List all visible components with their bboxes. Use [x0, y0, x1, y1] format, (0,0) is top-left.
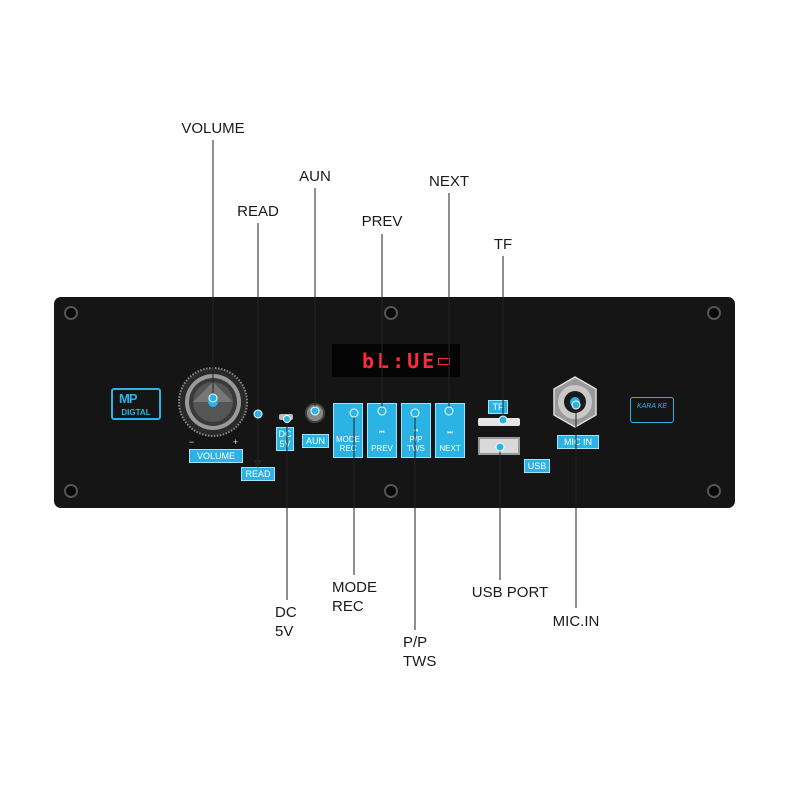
prev-label: PREV	[371, 444, 393, 453]
display-text: bL:UE	[362, 349, 438, 373]
callout-aun: AUN	[299, 168, 331, 185]
callout-usb-port: USB PORT	[471, 584, 549, 601]
aun-tag: AUN	[302, 434, 329, 448]
screw-hole-icon	[64, 484, 78, 498]
screw-hole-icon	[707, 484, 721, 498]
usb-tag: USB	[524, 459, 550, 473]
mic-in-tag: MIC IN	[557, 435, 599, 449]
callout-next: NEXT	[428, 173, 470, 190]
screw-hole-icon	[384, 306, 398, 320]
karaoke-text: KARA KE	[636, 403, 668, 410]
callout-prev: PREV	[361, 213, 403, 230]
next-label: NEXT	[439, 444, 461, 453]
brand-logo: MP DIGTAL	[111, 388, 161, 420]
logo-mark: MP	[119, 391, 137, 406]
callout-read: READ	[237, 203, 279, 220]
screw-hole-icon	[707, 306, 721, 320]
callout-mic-in: MIC.IN	[552, 613, 600, 630]
device-panel	[54, 297, 735, 508]
volume-tag: VOLUME	[189, 449, 243, 463]
knob-minus: −	[189, 437, 195, 447]
callout-tf: TF	[493, 236, 513, 253]
next-icon: ⏭	[447, 430, 453, 436]
led-display: bL:UE	[332, 344, 460, 377]
screw-hole-icon	[384, 484, 398, 498]
karaoke-logo: KARA KE	[630, 397, 674, 423]
play-pause-icon: ⏯	[413, 428, 419, 434]
screw-hole-icon	[64, 306, 78, 320]
callout-volume: VOLUME	[181, 120, 245, 137]
logo-text: DIGTAL	[121, 408, 151, 417]
prev-icon: ⏮	[379, 430, 385, 436]
knob-plus: +	[233, 437, 239, 447]
